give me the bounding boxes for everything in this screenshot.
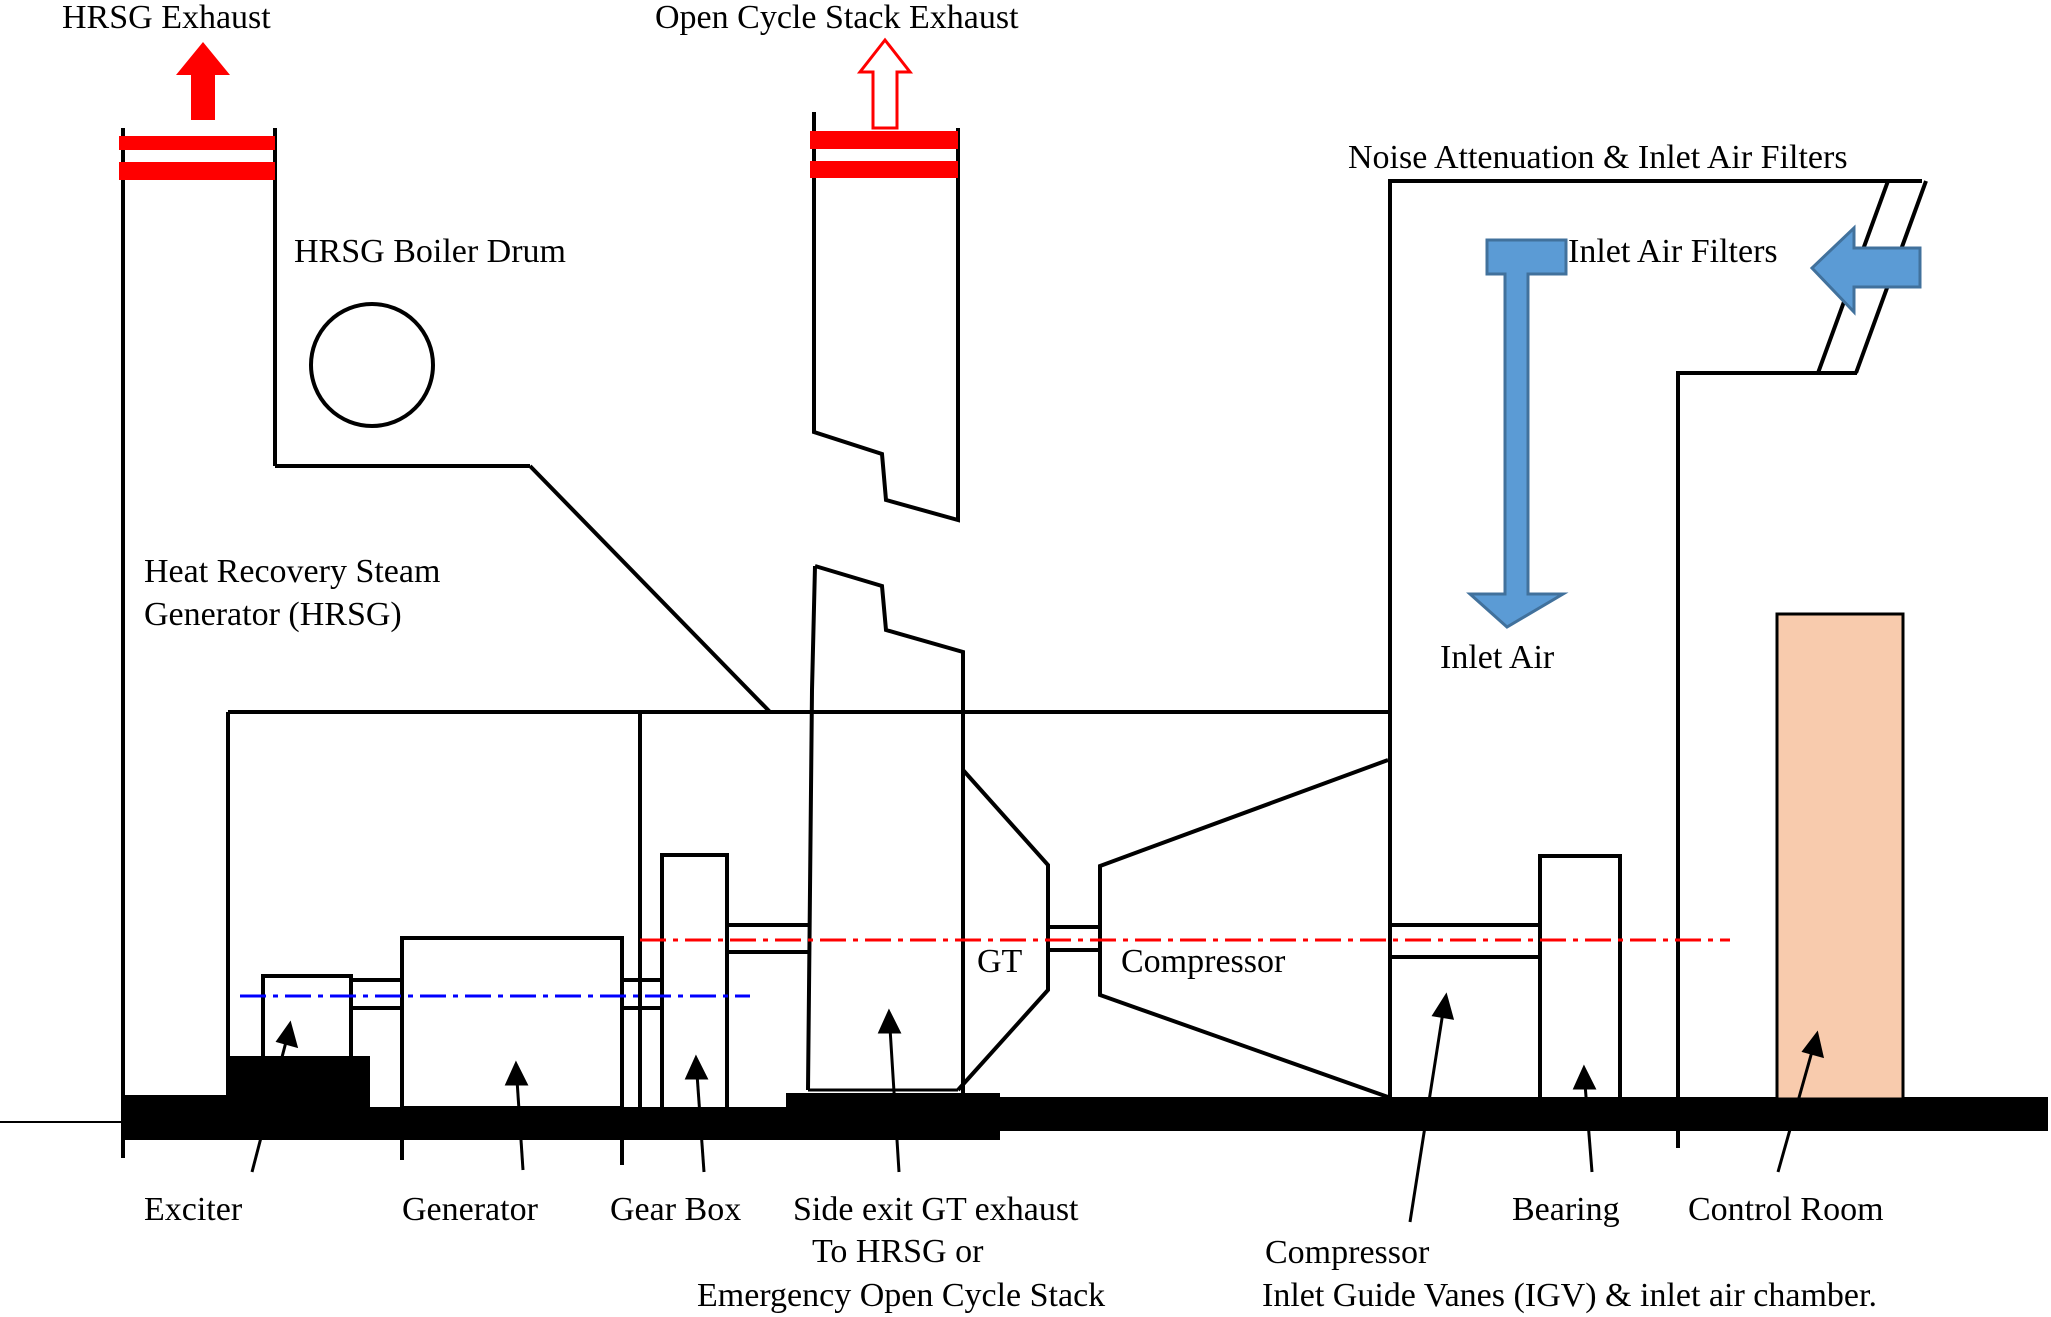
gear-box-label: Gear Box — [610, 1191, 741, 1228]
side-exit-label-line3: Emergency Open Cycle Stack — [697, 1277, 1105, 1314]
hrsg-stack-band-bottom — [119, 162, 275, 180]
gearbox-pointer — [695, 1073, 706, 1173]
side-exit-label-line1: Side exit GT exhaust — [793, 1191, 1079, 1228]
generator-label: Generator — [402, 1191, 539, 1228]
intake-outline-right — [1676, 371, 1857, 1148]
inlet-filter-arrow — [1809, 224, 1922, 316]
exciter-pointer — [250, 1037, 289, 1173]
generator-housing — [400, 936, 624, 1110]
stack-lower-section — [814, 564, 965, 1093]
igv-pointer — [1408, 1011, 1445, 1223]
hrsg-label-line1: Heat Recovery Steam — [144, 553, 440, 590]
exciter-pointer-head — [275, 1020, 299, 1049]
hrsg-boiler-drum-label: HRSG Boiler Drum — [294, 233, 566, 270]
pointer-arrows — [250, 992, 1825, 1223]
compressor-bottom-label: Compressor — [1265, 1234, 1430, 1271]
hrsg-stack-band-top — [119, 136, 275, 150]
hrsg-structure — [119, 128, 772, 1158]
exciter-label: Exciter — [144, 1191, 243, 1228]
open-cycle-stack — [806, 112, 965, 1093]
inlet-air-down-arrow — [1466, 238, 1569, 629]
hrsg-boiler-drum — [309, 302, 435, 428]
igv-label: Inlet Guide Vanes (IGV) & inlet air cham… — [1262, 1277, 1877, 1314]
compressor-cone — [1098, 758, 1389, 1099]
bearing-pointer-head — [1572, 1064, 1597, 1090]
open-cycle-exhaust-arrow — [856, 37, 914, 130]
stack-upper-section — [812, 112, 960, 523]
gt-exhaust-casing-left — [806, 565, 817, 1091]
foundation-slab-right — [1000, 1097, 2048, 1131]
hrsg-duct-slope — [528, 464, 772, 714]
labels: HRSG Exhaust Open Cycle Stack Exhaust No… — [62, 0, 1884, 1314]
control-room-pointer-head — [1801, 1030, 1825, 1059]
igv-pointer-head — [1431, 992, 1455, 1020]
open-cycle-stack-exhaust-label: Open Cycle Stack Exhaust — [655, 0, 1019, 36]
side-exit-label-line2: To HRSG or — [812, 1233, 984, 1270]
control-room-block — [1775, 612, 1905, 1101]
side-exit-pointer-head — [877, 1008, 902, 1034]
stack-band-top — [810, 131, 958, 149]
hrsg-exhaust-label: HRSG Exhaust — [62, 0, 271, 36]
gearbox-pointer-head — [684, 1054, 709, 1080]
hrsg-label-line2: Generator (HRSG) — [144, 596, 402, 633]
control-room-pointer — [1776, 1047, 1815, 1173]
hrsg-exhaust-arrow — [176, 42, 230, 120]
side-exit-pointer — [888, 1027, 901, 1173]
gt-label: GT — [977, 943, 1023, 980]
bearing-label: Bearing — [1512, 1191, 1620, 1228]
turbine-cone — [956, 768, 1050, 1092]
turbine-base — [786, 1093, 1000, 1140]
gear-box-housing — [660, 853, 729, 1112]
generator-pointer-head — [504, 1060, 529, 1086]
stack-band-bottom — [810, 161, 958, 178]
filter-house — [1388, 179, 1928, 1148]
filter-house-outline — [1388, 179, 1922, 1097]
compressor-label: Compressor — [1121, 943, 1286, 980]
exciter-housing — [261, 974, 353, 1060]
foundation-slab-mid — [370, 1107, 786, 1140]
control-room-label: Control Room — [1688, 1191, 1884, 1228]
foundation-slab-left — [121, 1095, 226, 1140]
generator-pointer — [515, 1079, 525, 1171]
bearing-pointer — [1583, 1083, 1594, 1173]
noise-attenuation-label: Noise Attenuation & Inlet Air Filters — [1348, 139, 1848, 176]
bearing-housing — [1538, 854, 1622, 1103]
inlet-air-filters-label: Inlet Air Filters — [1568, 233, 1778, 270]
foundation — [0, 1056, 2048, 1140]
exciter-base — [226, 1056, 370, 1140]
inlet-air-label: Inlet Air — [1440, 639, 1555, 676]
